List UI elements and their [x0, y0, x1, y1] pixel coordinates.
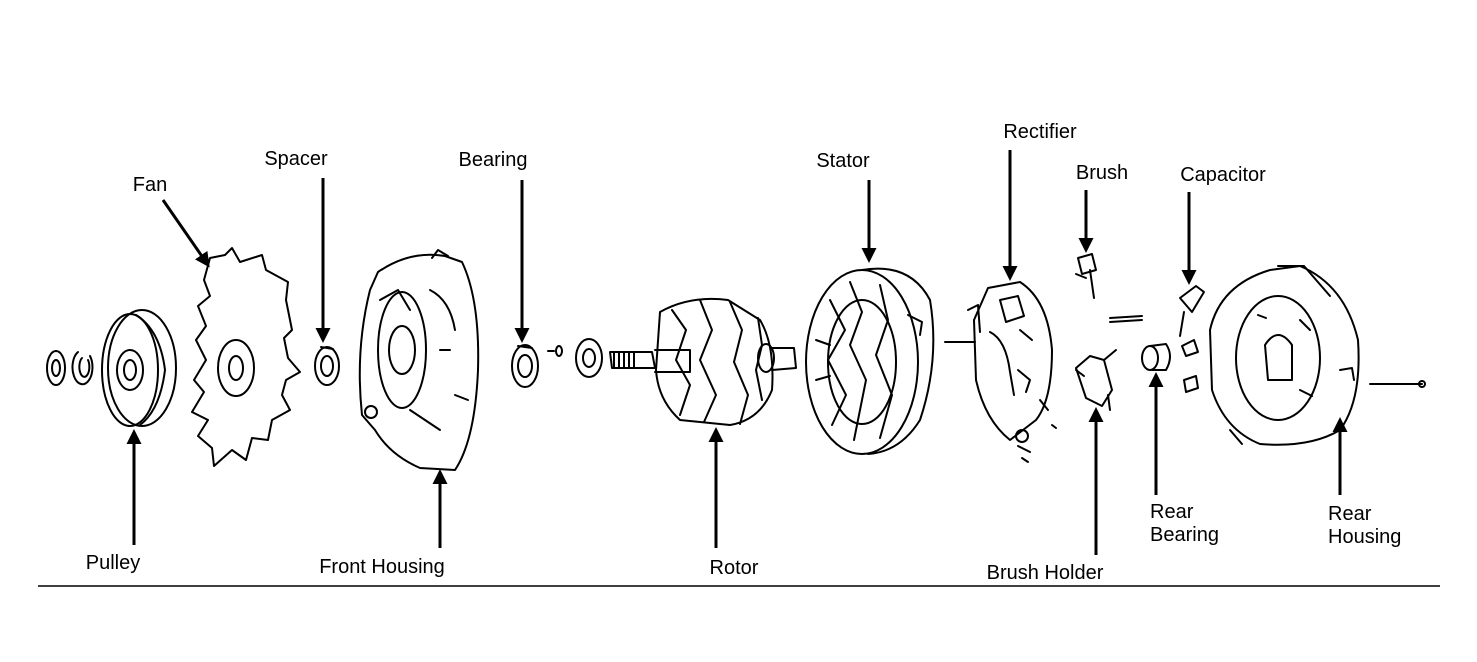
brush-part [1075, 253, 1097, 299]
rear-bearing-label-line1: Rear [1150, 501, 1194, 523]
bearing-label: Bearing [458, 149, 528, 171]
rear-bearing-part [1141, 343, 1171, 371]
capacitor-part [1179, 285, 1205, 393]
collar-part [547, 338, 603, 378]
fan-arrow [161, 199, 210, 268]
bearing-part [511, 344, 539, 388]
rear-housing-label-line1: Rear [1328, 503, 1372, 525]
fan-label: Fan [132, 174, 168, 196]
rear-bearing-label-line2: Bearing [1150, 524, 1219, 546]
rotor-part [609, 297, 797, 426]
spacer-label: Spacer [264, 148, 328, 170]
rear-housing-label-line2: Housing [1328, 526, 1402, 548]
pulley-label: Pulley [85, 552, 141, 574]
stator-part [805, 267, 935, 455]
nut-washer-part [46, 350, 94, 386]
rectifier-label: Rectifier [1003, 121, 1077, 143]
capacitor-label: Capacitor [1180, 164, 1266, 186]
pulley-part [101, 309, 177, 427]
rear-housing-part [1209, 265, 1426, 446]
rotor-label: Rotor [709, 557, 759, 579]
rectifier-part [944, 281, 1057, 463]
spring-part [1109, 315, 1143, 323]
front-housing-label: Front Housing [319, 556, 445, 578]
brush-holder-label: Brush Holder [986, 562, 1104, 584]
fan-part [191, 247, 301, 467]
brush-holder-part [1075, 349, 1117, 411]
stator-label: Stator [816, 150, 870, 172]
brush-label: Brush [1075, 162, 1129, 184]
spacer-part [314, 346, 340, 386]
front-housing-part [358, 249, 480, 471]
